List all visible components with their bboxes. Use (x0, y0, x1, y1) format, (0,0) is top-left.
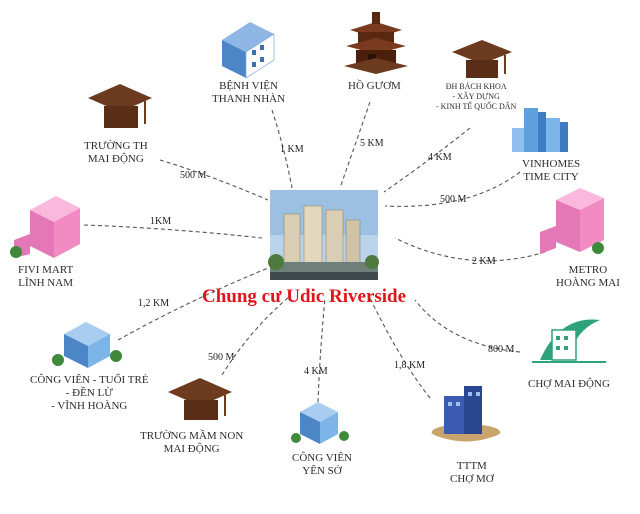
connector-benh-vien (271, 109, 293, 189)
label-dh-bach-khoa: ĐH BÁCH KHOA- XÂY DỰNG- KINH TẾ QUỐC DÂN (436, 82, 517, 111)
connector-metro (394, 237, 546, 262)
graduation-cap-icon-3 (88, 84, 152, 128)
distance-metro: 2 KM (472, 256, 496, 267)
connector-yen-so (317, 297, 326, 403)
graduation-cap-icon (452, 40, 512, 78)
pagoda-icon (344, 12, 408, 74)
hospital-icon (222, 22, 275, 79)
distance-yen-so: 4 KM (304, 366, 328, 377)
park-blue-building-icon (52, 322, 122, 368)
label-cong-vien-tuoi-tre: CÔNG VIÊN - TUỔI TRẺ- ĐỀN LỪ- VĨNH HOÀNG (30, 374, 149, 412)
connector-ho-guom (339, 101, 371, 189)
distance-ho-guom: 5 KM (360, 138, 384, 149)
connector-vinhomes (384, 171, 521, 207)
graduation-cap-icon-2 (168, 378, 232, 420)
distance-dh-bach-khoa: 4 KM (428, 152, 452, 163)
connector-mam-non (221, 295, 291, 376)
connector-truong-th (159, 159, 269, 201)
connector-tttm (369, 297, 431, 399)
mall-building-icon (431, 386, 501, 442)
label-ho-guom: HỒ GƯƠM (348, 80, 401, 92)
distance-vinhomes: 500 M (440, 194, 467, 205)
distance-tttm: 1,8 KM (394, 360, 426, 371)
vinhomes-towers-icon (512, 108, 568, 152)
project-title: Chung cư Udic Riverside (202, 286, 407, 307)
park-building-icon (291, 402, 349, 444)
label-cho-mai-dong: CHỢ MAI ĐỘNG (528, 378, 610, 390)
distance-mam-non: 500 M (208, 352, 235, 363)
distance-truong-th: 500 M (180, 170, 207, 181)
fivi-mart-building-icon (10, 196, 80, 258)
connector-fivi (83, 224, 263, 239)
connector-tuoi-tre (117, 267, 269, 341)
distance-fivi: 1KM (150, 216, 172, 227)
distance-tuoi-tre: 1,2 KM (138, 298, 170, 309)
center-building-photo (268, 190, 379, 280)
connectors (83, 101, 546, 403)
distance-benh-vien: 1 KM (280, 144, 304, 155)
market-green-icon (532, 319, 606, 363)
distance-cho-mai-dong: 800 M (488, 344, 515, 355)
connector-cho-mai-dong (414, 299, 521, 353)
metro-building-icon (540, 188, 604, 254)
connector-dh-bach-khoa (383, 127, 471, 193)
